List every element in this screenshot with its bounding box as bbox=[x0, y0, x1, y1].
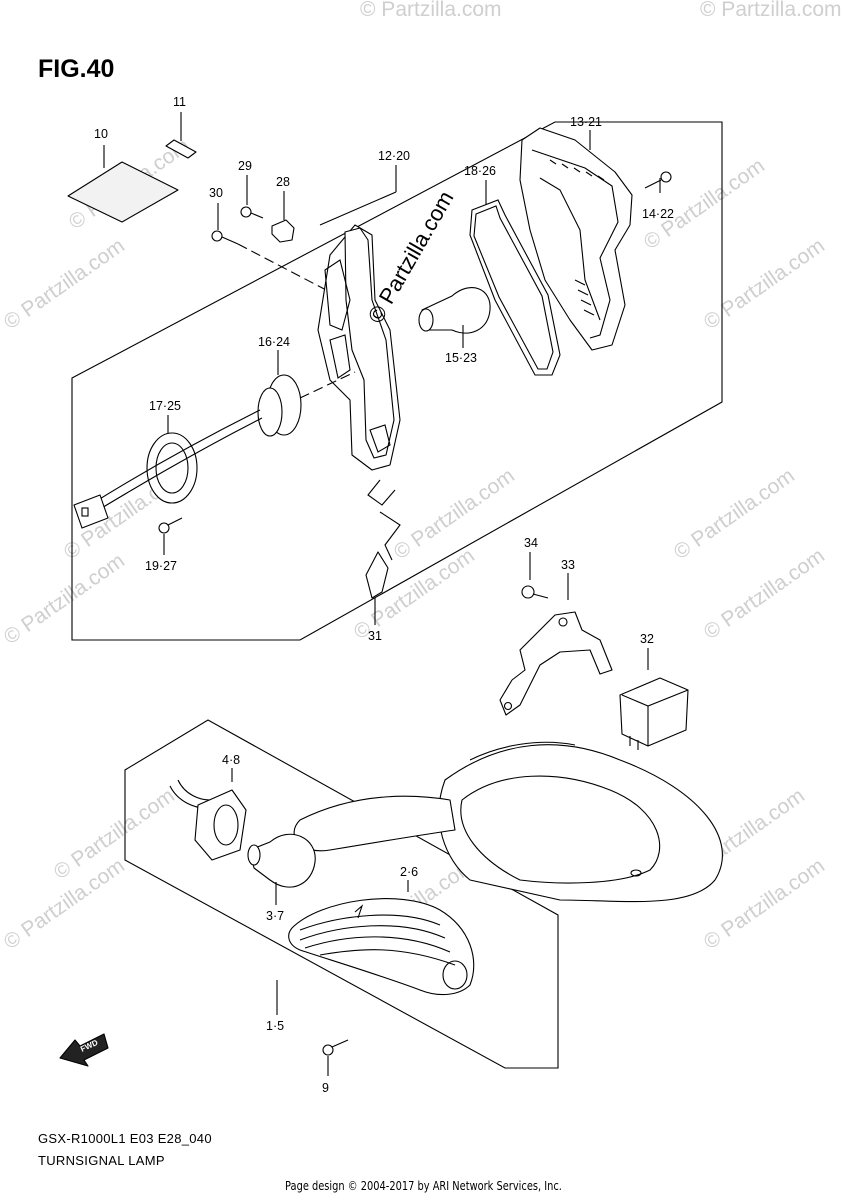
callout-label: 19·27 bbox=[145, 559, 177, 573]
watermark: © Partzilla.com bbox=[700, 0, 842, 21]
callout-label: 2·6 bbox=[400, 865, 418, 879]
callout-label: 30 bbox=[209, 186, 223, 200]
callout-label: 9 bbox=[322, 1081, 329, 1095]
part-28-clip bbox=[271, 191, 295, 243]
callout-labels: 10 11 29 28 30 12·20 18·26 13·21 14·22 1… bbox=[94, 95, 674, 1095]
callout-label: 15·23 bbox=[445, 351, 477, 365]
watermark: © Partzilla.com bbox=[360, 0, 502, 21]
part-18-26-gasket bbox=[469, 180, 561, 376]
fwd-arrow-icon: FWD bbox=[59, 1033, 109, 1067]
watermark: © Partzilla.com bbox=[0, 234, 129, 334]
callout-label: 17·25 bbox=[149, 399, 181, 413]
callout-label: 16·24 bbox=[258, 335, 290, 349]
callout-label: 18·26 bbox=[464, 164, 496, 178]
part-2-6-lens bbox=[288, 880, 475, 996]
part-12-20-housing bbox=[317, 165, 401, 506]
callout-label: 1·5 bbox=[266, 1019, 284, 1033]
part-17-25-grommet bbox=[73, 409, 263, 529]
part-14-22-screw bbox=[644, 171, 672, 193]
part-13-21-lens bbox=[519, 127, 633, 351]
part-34-bolt bbox=[521, 552, 549, 599]
callout-label: 28 bbox=[276, 175, 290, 189]
callout-label: 29 bbox=[238, 159, 252, 173]
callout-label: 33 bbox=[561, 558, 575, 572]
part-30-screw bbox=[211, 203, 331, 293]
page-footer: Page design © 2004-2017 by ARI Network S… bbox=[285, 1179, 562, 1193]
part-10-sheet bbox=[67, 145, 179, 223]
part-4-8-socket bbox=[169, 768, 247, 861]
fairing-body bbox=[293, 741, 723, 903]
part-19-27-screw bbox=[158, 517, 183, 555]
upper-assembly-frame bbox=[71, 121, 723, 641]
callout-label: 14·22 bbox=[642, 207, 674, 221]
part-3-7-bulb bbox=[247, 833, 316, 905]
callout-label: 3·7 bbox=[266, 909, 284, 923]
watermark: © Partzilla.com bbox=[0, 549, 129, 649]
callout-label: 10 bbox=[94, 127, 108, 141]
callout-label: 12·20 bbox=[378, 149, 410, 163]
part-11-pad bbox=[165, 112, 197, 159]
watermark: © Partzilla.com bbox=[700, 234, 829, 334]
watermark: © Partzilla.com bbox=[640, 154, 769, 254]
watermark: © Partzilla.com bbox=[390, 464, 519, 564]
watermark: © Partzilla.com bbox=[700, 544, 829, 644]
callout-label: 32 bbox=[640, 632, 654, 646]
part-33-bracket bbox=[499, 573, 613, 716]
callout-label: 31 bbox=[368, 629, 382, 643]
part-9-screw bbox=[322, 1039, 349, 1076]
part-16-24-socket bbox=[257, 350, 356, 437]
watermark: © Partzilla.com bbox=[670, 464, 799, 564]
figure-title: FIG.40 bbox=[38, 55, 115, 83]
part-32-relay bbox=[619, 648, 689, 750]
figure-name: TURNSIGNAL LAMP bbox=[38, 1153, 165, 1168]
callout-label: 13·21 bbox=[570, 115, 602, 129]
part-31-clip bbox=[365, 511, 401, 625]
callout-label: 11 bbox=[173, 95, 186, 109]
callout-label: 34 bbox=[524, 536, 538, 550]
part-15-23-bulb bbox=[418, 287, 491, 348]
part-29-screw bbox=[240, 175, 264, 219]
model-code: GSX-R1000L1 E03 E28_040 bbox=[38, 1131, 212, 1146]
lower-assembly-frame bbox=[124, 719, 559, 1069]
callout-label: 4·8 bbox=[222, 753, 240, 767]
